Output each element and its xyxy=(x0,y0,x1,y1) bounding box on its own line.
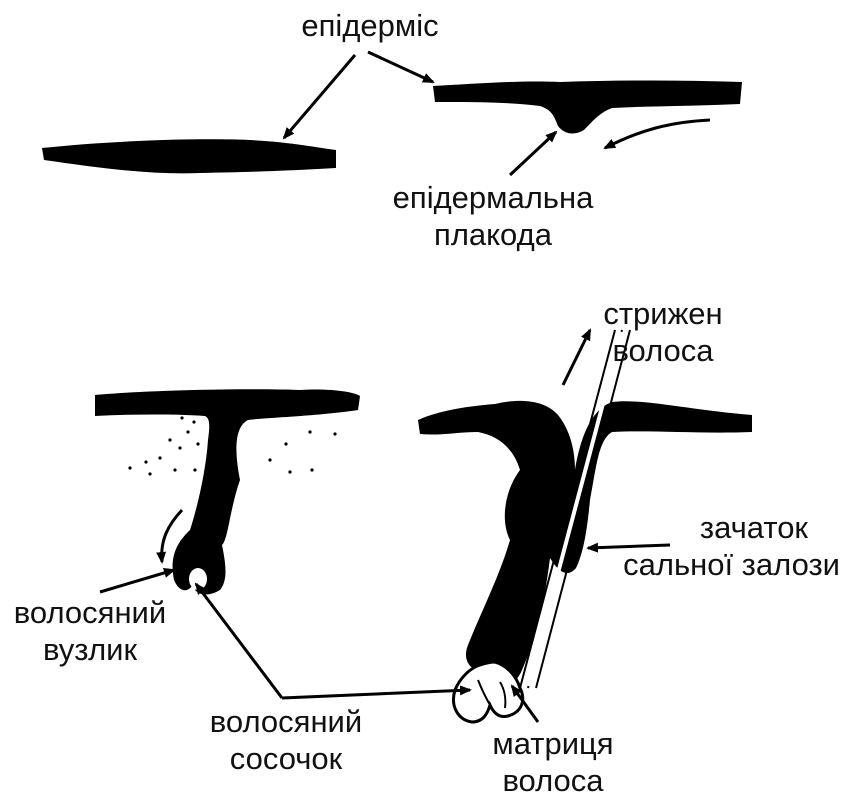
label-sebaceous-gland: зачаток сальної залози xyxy=(620,510,840,583)
arrow-papilla-stage4 xyxy=(282,690,470,698)
arrow-hair-shaft-growth xyxy=(563,330,590,385)
arrow-epidermis-stage2 xyxy=(368,52,433,82)
label-dermal-papilla: волосяний сосочок xyxy=(196,704,376,777)
arrow-hair-bulb xyxy=(100,570,174,592)
arrow-placode xyxy=(510,132,556,175)
label-hair-shaft: стрижен волоса xyxy=(588,296,738,369)
arrow-epidermis-stage1 xyxy=(284,55,355,138)
label-placode: епідермальна плакода xyxy=(378,180,608,253)
arrow-papilla-stage3 xyxy=(196,584,282,698)
epidermis-stage2-placode xyxy=(433,81,742,134)
arrow-placode-curve xyxy=(605,120,710,148)
label-hair-bulb: волосяний вузлик xyxy=(0,595,180,668)
hair-peg-stage3 xyxy=(95,389,360,594)
epidermis-stage1 xyxy=(42,139,336,173)
label-epidermis: епідерміс xyxy=(290,8,450,45)
label-hair-matrix: матриця волоса xyxy=(478,726,628,799)
